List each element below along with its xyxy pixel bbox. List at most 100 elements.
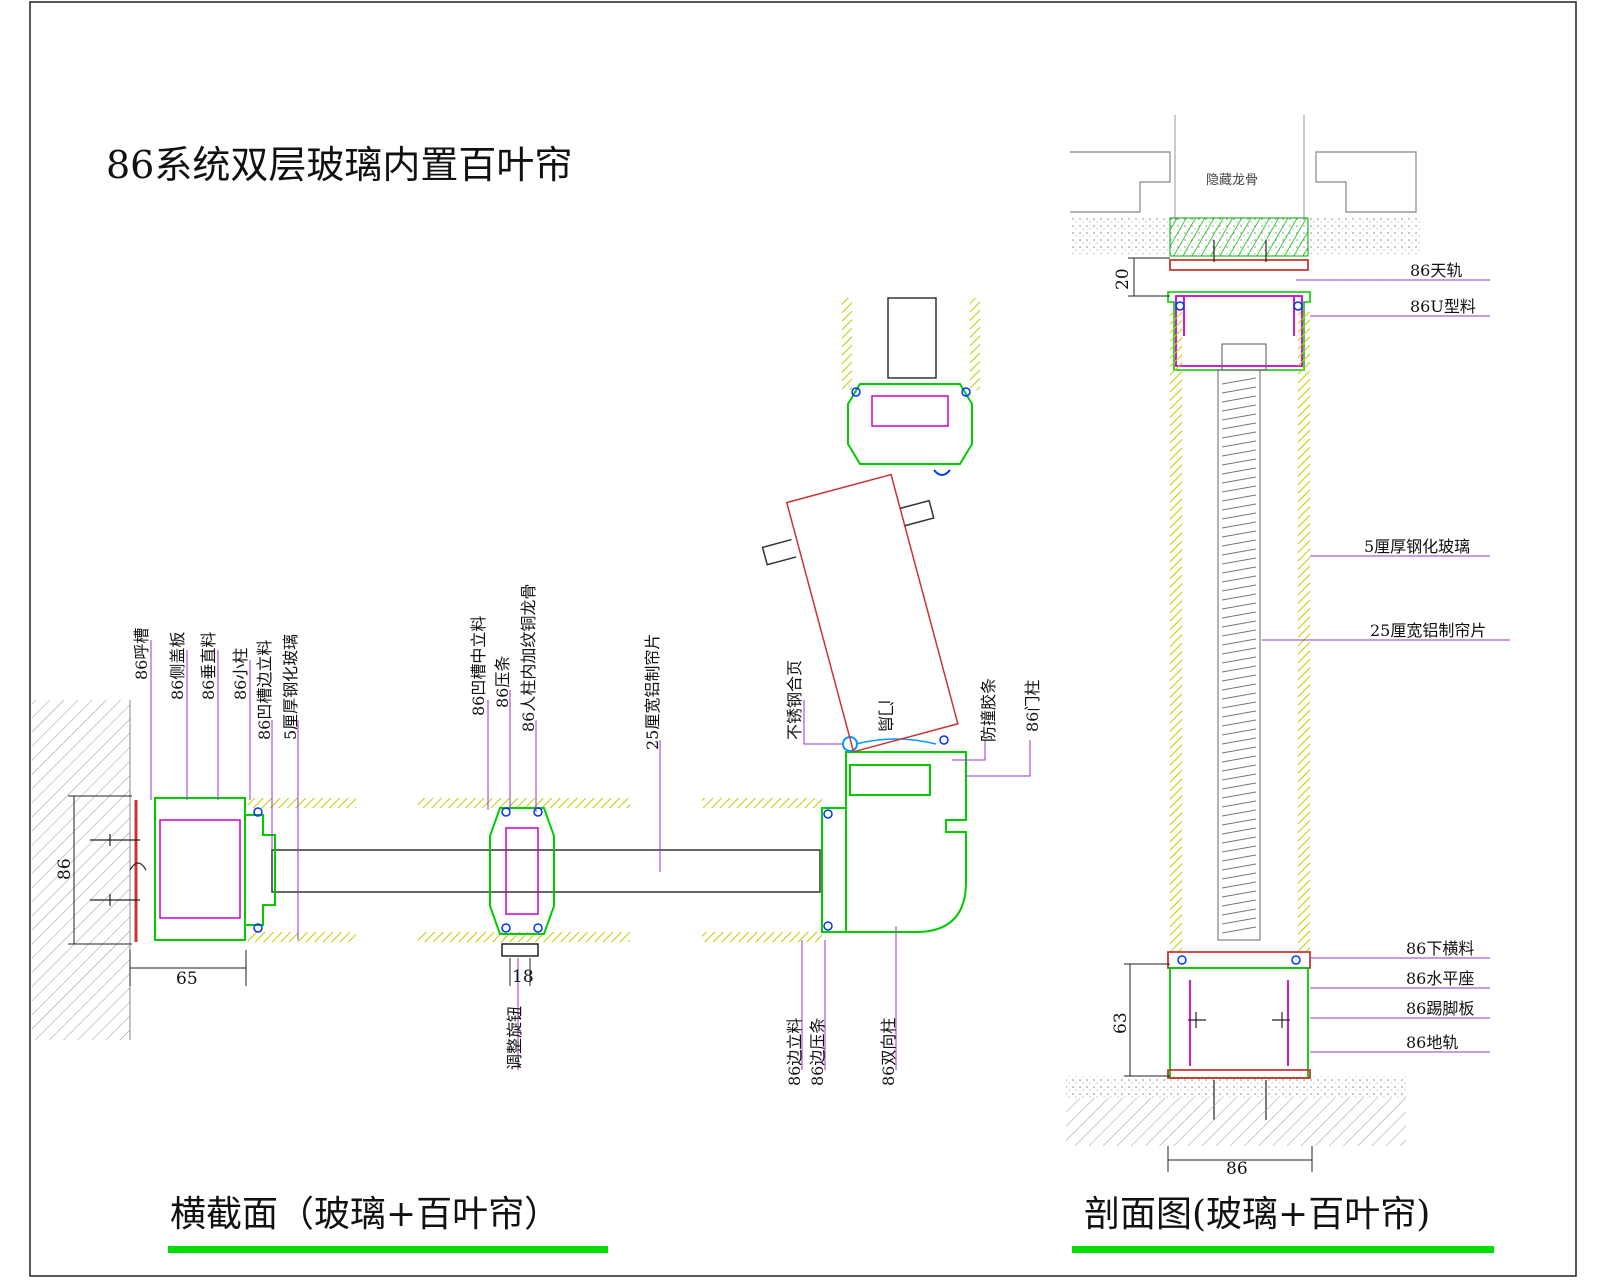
blind-slat — [1221, 404, 1257, 412]
section-top-track — [1169, 259, 1309, 367]
section-slats — [1221, 377, 1257, 934]
dim-section-base: 63 — [1111, 1012, 1131, 1034]
section-top-seal-r — [1293, 301, 1303, 311]
label-bumper-strip: 防撞胶条 — [979, 678, 998, 742]
plan-knob — [501, 943, 539, 957]
blind-slat — [1221, 818, 1257, 826]
plan-wall-channel — [154, 797, 276, 941]
blind-slat — [1221, 692, 1257, 700]
plan-glass-top-1 — [248, 798, 356, 808]
label-86-floor-track: 86地轨 — [1406, 1033, 1458, 1052]
label-25mm-slat-plan: 25厘宽铝制帘片 — [643, 634, 662, 750]
label-86-u-profile: 86U型料 — [1410, 297, 1476, 316]
blind-slat — [1221, 539, 1257, 547]
blind-slat — [1221, 566, 1257, 574]
label-86-kickplate: 86踢脚板 — [1406, 999, 1474, 1018]
blind-slat — [1221, 413, 1257, 421]
sheet-border — [29, 1, 1577, 1277]
label-86-level-base: 86水平座 — [1406, 969, 1474, 988]
blind-slat — [1221, 548, 1257, 556]
blind-slat — [1221, 458, 1257, 466]
label-86-groove-edge: 86凹槽边立料 — [255, 640, 274, 740]
blind-slat — [1221, 629, 1257, 637]
label-86-edge-bead: 86边压条 — [808, 1018, 827, 1086]
blind-slat — [1221, 593, 1257, 601]
label-adjust-knob: 调整旋钮 — [505, 1006, 524, 1070]
section-glass-right — [1298, 312, 1310, 952]
section-floor-slab — [1066, 1098, 1406, 1146]
blind-slat — [1221, 827, 1257, 835]
dim-section-top: 20 — [1113, 268, 1133, 290]
blind-slat — [1221, 728, 1257, 736]
label-86-side-cover: 86侧盖板 — [168, 632, 187, 700]
blind-slat — [1221, 800, 1257, 808]
blind-slat — [1221, 521, 1257, 529]
plan-blind-band — [271, 849, 821, 893]
label-86-vertical: 86垂直料 — [199, 632, 218, 700]
blind-slat — [1221, 395, 1257, 403]
blind-slat — [1221, 449, 1257, 457]
plan-upper-jamb-blind — [887, 297, 937, 379]
ceiling-keel-filler — [1169, 217, 1309, 257]
plan-mid-seal-2 — [533, 807, 543, 817]
plan-leaders — [150, 640, 1031, 1070]
ceiling-label: 隐藏龙骨 — [1206, 173, 1258, 188]
blind-slat — [1221, 440, 1257, 448]
blind-slat — [1221, 791, 1257, 799]
blind-slat — [1221, 908, 1257, 916]
blind-slat — [1221, 494, 1257, 502]
ceiling-track-right — [1315, 151, 1417, 213]
door-leaf-label: 门扇 — [876, 700, 895, 732]
plan-view: 门扇 86呼槽 86侧盖板 86垂直料 86小柱 86凹槽边立料 5厘 — [32, 297, 1042, 1253]
plan-door-post — [821, 751, 967, 933]
blind-slat — [1221, 863, 1257, 871]
plan-upper-stop — [933, 469, 951, 476]
blind-slat — [1221, 557, 1257, 565]
blind-slat — [1221, 926, 1257, 934]
blind-slat — [1221, 773, 1257, 781]
blind-slat — [1221, 620, 1257, 628]
plan-dimensions — [68, 795, 531, 986]
plan-glass-top-3 — [702, 798, 822, 808]
blind-slat — [1221, 710, 1257, 718]
plan-mid-seal-4 — [533, 923, 543, 933]
blind-slat — [1221, 431, 1257, 439]
label-86-bead: 86压条 — [493, 656, 512, 708]
label-86-keel: 86人柱内加纹铜龙骨 — [519, 584, 538, 732]
plan-glass-bot-3 — [702, 932, 822, 942]
section-leaders — [1262, 279, 1510, 1053]
plan-glass-bot-1 — [248, 932, 356, 942]
dim-section-width: 86 — [1226, 1159, 1248, 1179]
blind-slat — [1221, 665, 1257, 673]
plan-door-leaf — [761, 473, 959, 753]
blind-slat — [1221, 611, 1257, 619]
plan-middle-mullion — [489, 807, 555, 935]
blind-slat — [1221, 377, 1257, 385]
label-25mm-slat-section: 25厘宽铝制帘片 — [1370, 621, 1486, 640]
blind-slat — [1221, 809, 1257, 817]
plan-glass-bot-2 — [418, 932, 630, 942]
section-base-profile — [1169, 967, 1309, 1079]
blind-slat — [1221, 386, 1257, 394]
section-base-screws — [1188, 240, 1290, 1120]
label-5mm-glass-left: 5厘厚钢化玻璃 — [281, 634, 300, 740]
section-glass-left — [1170, 312, 1182, 952]
plan-screws — [90, 834, 147, 906]
blind-slat — [1221, 638, 1257, 646]
plan-mid-seal-1 — [501, 807, 511, 817]
blind-slat — [1221, 530, 1257, 538]
plan-upper-jamb-glass-r — [970, 298, 980, 390]
label-5mm-glass-section: 5厘厚钢化玻璃 — [1364, 537, 1470, 556]
blind-slat — [1221, 881, 1257, 889]
label-86-top-track: 86天轨 — [1410, 261, 1462, 280]
blind-slat — [1221, 719, 1257, 727]
label-86-edge-vertical: 86边立料 — [785, 1018, 804, 1086]
label-hinge: 不锈钢合页 — [785, 660, 804, 740]
label-86-double-post: 86双向柱 — [879, 1018, 898, 1086]
section-bot-seal-l — [1177, 955, 1187, 965]
blind-slat — [1221, 503, 1257, 511]
plan-post-seal-1 — [823, 809, 833, 819]
section-slat-stack — [1217, 369, 1261, 941]
plan-seal-1 — [253, 807, 263, 817]
